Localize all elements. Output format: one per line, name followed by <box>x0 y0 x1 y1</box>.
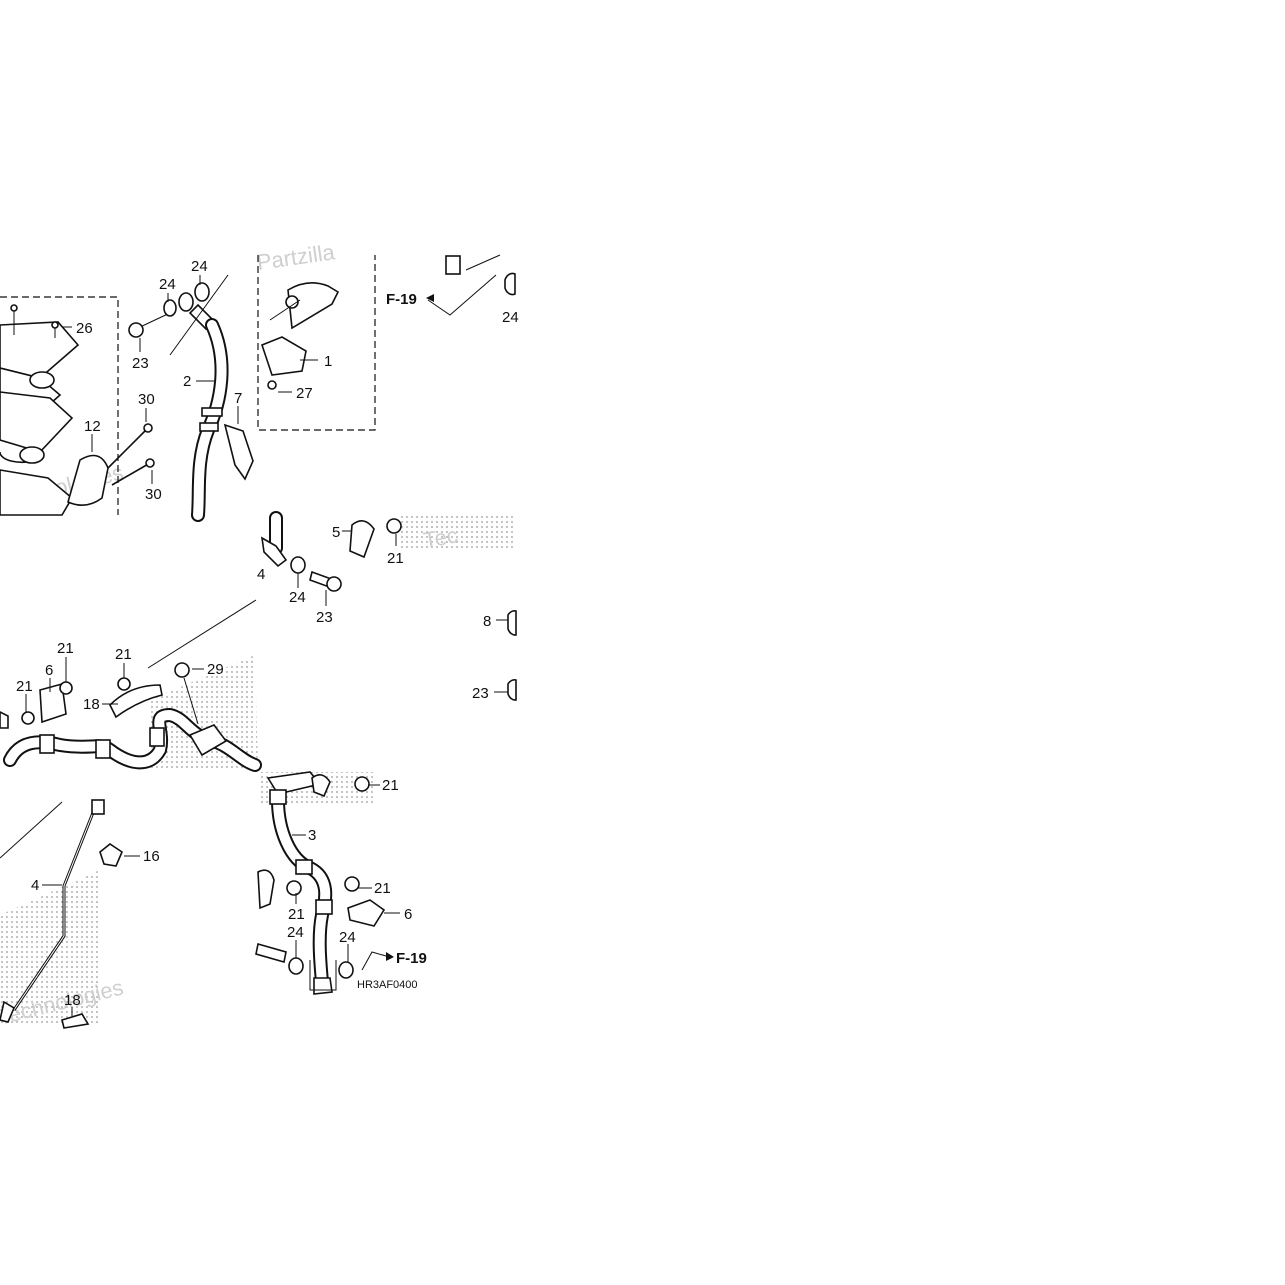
middle-right-group <box>147 511 517 701</box>
callout-label: 27 <box>296 385 313 402</box>
upper-right-fragments <box>427 254 516 316</box>
callout-label: 1 <box>324 353 332 370</box>
callout-labels: 26 24 24 23 2 30 12 30 7 1 27 24 5 21 4 … <box>16 258 519 1009</box>
callout-label: 18 <box>64 992 81 1009</box>
callout-label: 30 <box>145 486 162 503</box>
callout-label: 26 <box>76 320 93 337</box>
lower-left-hose <box>0 662 262 772</box>
watermark-text: Tec <box>422 522 460 553</box>
callout-label: 24 <box>502 309 519 326</box>
lower-right-hose <box>255 771 394 995</box>
callout-label: 4 <box>31 877 39 894</box>
callout-label: 24 <box>191 258 208 275</box>
callout-label: 21 <box>387 550 404 567</box>
callout-label: 24 <box>289 589 306 606</box>
callout-label: 6 <box>404 906 412 923</box>
panel-borders <box>0 255 376 515</box>
callout-label: 21 <box>288 906 305 923</box>
callout-label: 30 <box>138 391 155 408</box>
callout-label: 21 <box>374 880 391 897</box>
diagram-code: HR3AF0400 <box>357 979 418 991</box>
ref-f19-bottom: F-19 <box>396 950 427 967</box>
callout-label: 2 <box>183 373 191 390</box>
callout-label: 24 <box>159 276 176 293</box>
callout-leaders <box>25 275 508 1016</box>
callout-label: 5 <box>332 524 340 541</box>
f19-arrow-top: F-19 <box>386 291 434 308</box>
callout-label: 24 <box>339 929 356 946</box>
callout-label: 4 <box>257 566 265 583</box>
callout-label: 21 <box>57 640 74 657</box>
callout-label: 21 <box>115 646 132 663</box>
brake-pipe <box>0 799 123 1029</box>
callout-label: 3 <box>308 827 316 844</box>
callout-label: 29 <box>207 661 224 678</box>
callout-label: 18 <box>83 696 100 713</box>
callout-label: 6 <box>45 662 53 679</box>
callout-label: 16 <box>143 848 160 865</box>
upper-hose-group <box>128 274 254 522</box>
callout-label: 23 <box>316 609 333 626</box>
callout-label: 7 <box>234 390 242 407</box>
switch-assembly <box>261 282 340 390</box>
callout-label: 21 <box>382 777 399 794</box>
watermark-text: Partzilla <box>255 239 337 275</box>
ref-f19-top: F-19 <box>386 291 417 308</box>
master-cylinder <box>0 304 155 516</box>
callout-label: 21 <box>16 678 33 695</box>
callout-label: 23 <box>472 685 489 702</box>
callout-label: 8 <box>483 613 491 630</box>
callout-label: 23 <box>132 355 149 372</box>
callout-label: 12 <box>84 418 101 435</box>
callout-label: 24 <box>287 924 304 941</box>
